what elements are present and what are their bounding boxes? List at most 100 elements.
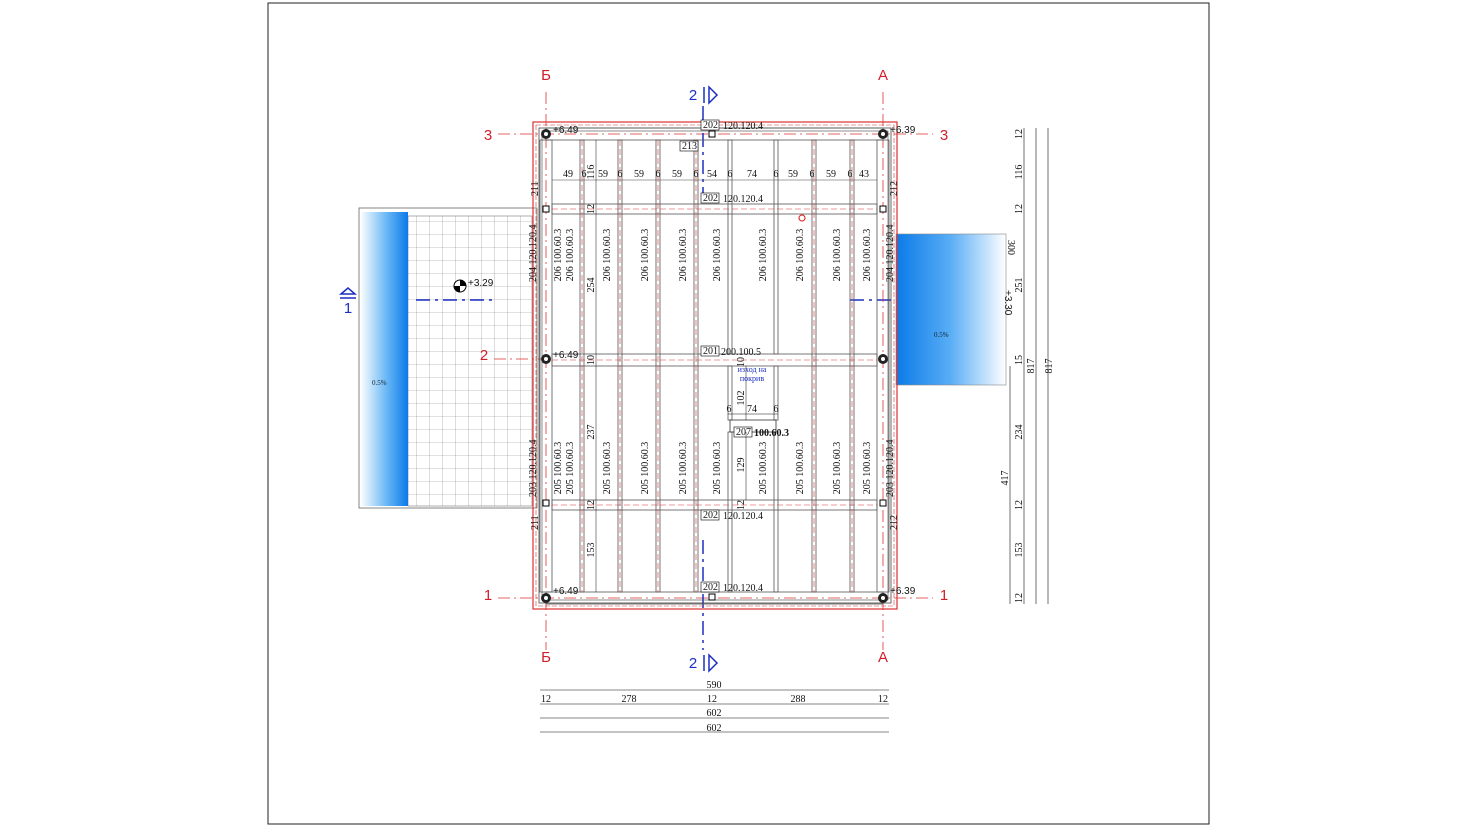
- purlin-dim: 6: [774, 169, 779, 180]
- bottom-chain-dim: 278: [622, 694, 637, 705]
- beam-tag-id: 202: [703, 193, 718, 204]
- purlin-tag-206: 206 100.60.3: [758, 229, 769, 282]
- beam-tag-spec: 120.120.4: [723, 511, 763, 522]
- columns: [541, 129, 888, 603]
- purlin-dim: 49: [563, 169, 573, 180]
- hatch-dim-h-upper: 102: [736, 391, 747, 406]
- purlin-dim: 6: [728, 169, 733, 180]
- right-chain-dim: 116: [1014, 165, 1025, 180]
- level-br: +6.39: [890, 586, 916, 597]
- section-1-label: 1: [344, 300, 352, 317]
- hatch-dim-h-lower: 129: [736, 458, 747, 473]
- right-chain-dim: 251: [1014, 278, 1025, 293]
- bottom-dim-590: 590: [707, 680, 722, 691]
- purlin-tag-206: 206 100.60.3: [862, 229, 873, 282]
- purlin-tag-206: 206 100.60.3: [832, 229, 843, 282]
- right-chain-dim: 15: [1014, 355, 1025, 365]
- purlin-dim: 54: [707, 169, 717, 180]
- beam-tag-spec: 200.100.5: [721, 347, 761, 358]
- purlin-tag-205: 205 100.60.3: [758, 442, 769, 495]
- purlin-tag-205: 205 100.60.3: [602, 442, 613, 495]
- right-canopy-level: +3.30: [1002, 290, 1013, 316]
- purlin-dim: 6: [848, 169, 853, 180]
- axis-label-a-bottom: А: [878, 649, 888, 666]
- purlin-tag-206: 206 100.60.3: [602, 229, 613, 282]
- left-canopy: [360, 212, 408, 506]
- purlin-tag-205: 205 100.60.3: [640, 442, 651, 495]
- level-marks: +6.49 +6.39 +6.49 +6.49 +6.39: [553, 125, 916, 597]
- side-beam-right-lower: 203 120.120.4: [885, 440, 896, 498]
- purlin-tag-205: 205 100.60.3: [862, 442, 873, 495]
- purlin-dim: 6: [582, 169, 587, 180]
- purlin-tag-205: 205 100.60.3: [678, 442, 689, 495]
- drain-icon: [798, 214, 806, 222]
- beam-tags: 202 120.120.4 213 202 120.120.4 201 200.…: [679, 119, 789, 594]
- inner-dim-mid: 10: [586, 355, 597, 365]
- bottom-chain-dim: 12: [541, 694, 551, 705]
- level-tr: +6.39: [890, 125, 916, 136]
- right-chain-dim: 234: [1014, 425, 1025, 440]
- bottom-chain-dim: 12: [707, 694, 717, 705]
- beam-tag-id: 201: [703, 346, 718, 357]
- inner-dim-t12: 12: [586, 204, 597, 214]
- axis-label-b-top: Б: [541, 67, 551, 84]
- purlin-dim: 6: [810, 169, 815, 180]
- purlin-dim: 59: [634, 169, 644, 180]
- purlin-tag-205: 205 100.60.3: [712, 442, 723, 495]
- hatch-dims: 74 6 6 102 129 10 12: [727, 357, 779, 510]
- section-arrow-icon: [703, 653, 719, 673]
- section-cut-2: 2 2 1: [338, 85, 719, 673]
- hatch-dim-w: 74: [747, 404, 757, 415]
- post-tag-211-bottom: 211: [530, 515, 541, 530]
- section-2-top-label: 2: [689, 87, 697, 104]
- bottom-dim-602-b: 602: [707, 723, 722, 734]
- terrace-level: +3.29: [468, 278, 494, 289]
- roof-hatch: [729, 419, 777, 433]
- inner-dim-top: 116: [586, 165, 597, 180]
- axis-label-2-left: 2: [480, 347, 488, 364]
- right-chain-dim: 12: [1014, 593, 1025, 603]
- hatch-dim-10: 10: [736, 357, 747, 367]
- side-beam-left-upper: 204 120.120.4: [528, 225, 539, 283]
- purlin-dim: 6: [694, 169, 699, 180]
- purlin-tag-206: 206 100.60.3: [553, 229, 564, 282]
- inner-vertical-dims: 116 12 254 10 237 12 153: [586, 140, 597, 592]
- inner-dim-upper: 254: [586, 278, 597, 293]
- left-terrace: 0.5% +3.29: [358, 207, 538, 509]
- inner-dim-b12: 12: [586, 500, 597, 510]
- purlin-tag-205: 205 100.60.3: [832, 442, 843, 495]
- right-chain-dim: 12: [1014, 500, 1025, 510]
- axis-label-b-bottom: Б: [541, 649, 551, 666]
- right-dim-total-b: 817: [1044, 359, 1055, 374]
- left-slope-label: 0.5%: [372, 379, 387, 387]
- purlin-dim: 59: [826, 169, 836, 180]
- level-bl: +6.49: [553, 586, 579, 597]
- right-dim-417: 417: [1000, 471, 1011, 486]
- purlin-dim: 43: [859, 169, 869, 180]
- bottom-dim-602-a: 602: [707, 708, 722, 719]
- purlin-tag-205: 205 100.60.3: [565, 442, 576, 495]
- post-tag-212-top: 212: [889, 181, 900, 196]
- purlin-dim: 59: [672, 169, 682, 180]
- purlin-dim: 6: [656, 169, 661, 180]
- purlin-tag-205: 205 100.60.3: [553, 442, 564, 495]
- axis-label-3-right: 3: [940, 127, 948, 144]
- section-arrow-icon: [338, 287, 358, 299]
- beam-tag-spec: 120.120.4: [723, 121, 763, 132]
- beam-tag-id: 202: [703, 510, 718, 521]
- right-chain-dim: 153: [1014, 543, 1025, 558]
- purlin-dim: 74: [747, 169, 757, 180]
- hatch-dim-s1: 6: [727, 404, 732, 415]
- purlin-tag-205: 205 100.60.3: [795, 442, 806, 495]
- right-chain-dim: 12: [1014, 204, 1025, 214]
- right-chain-dim: 12: [1014, 129, 1025, 139]
- purlin-tag-206: 206 100.60.3: [712, 229, 723, 282]
- axis-label-a-top: А: [878, 67, 888, 84]
- roof-exit-note-line2: покрив: [740, 374, 764, 383]
- purlin-tag-206: 206 100.60.3: [565, 229, 576, 282]
- purlin-tag-206: 206 100.60.3: [795, 229, 806, 282]
